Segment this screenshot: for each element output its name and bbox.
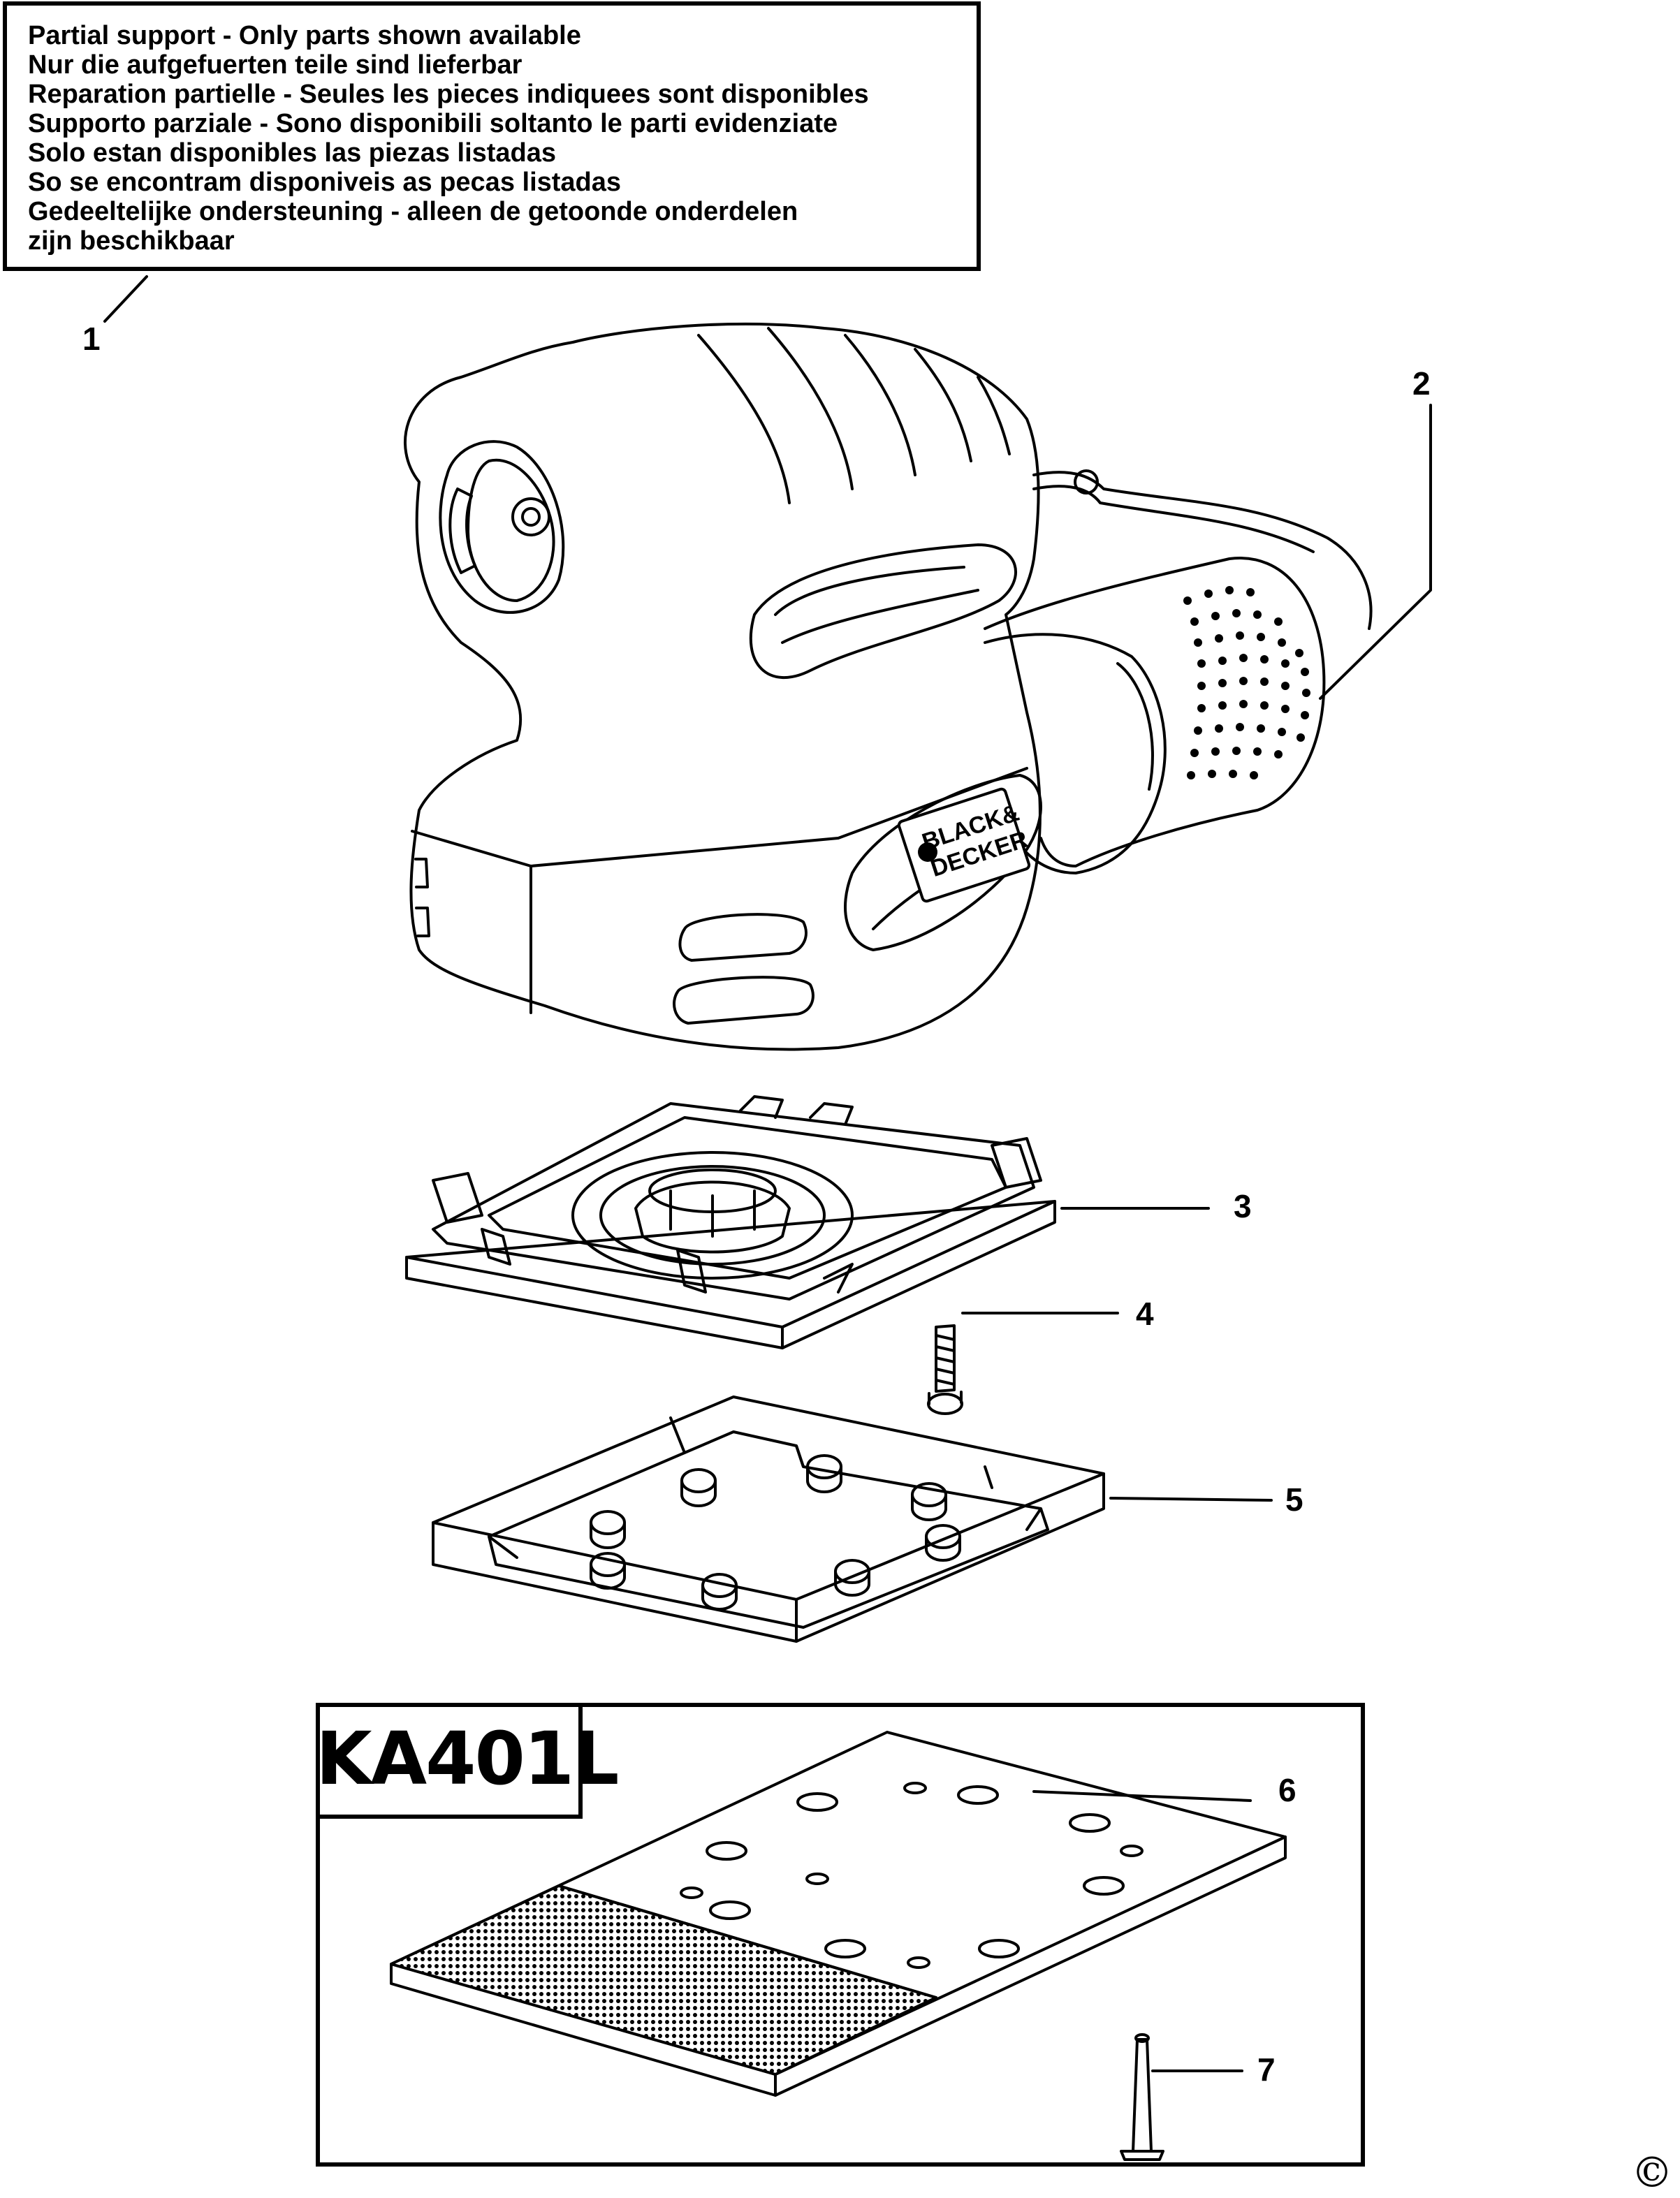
leader-lines bbox=[103, 275, 1432, 2072]
copyright-mark: © bbox=[1631, 2148, 1673, 2197]
notice-line-es: Solo estan disponibles las piezas listad… bbox=[28, 138, 557, 168]
sander-body bbox=[404, 322, 1373, 1051]
platen-assembly bbox=[405, 1095, 1056, 1349]
callout-6: 6 bbox=[1278, 1772, 1296, 1808]
callout-4: 4 bbox=[1136, 1296, 1154, 1332]
notice-line-fr: Reparation partielle - Seules les pieces… bbox=[28, 80, 869, 109]
notice-line-it: Supporto parziale - Sono disponibili sol… bbox=[28, 109, 838, 138]
callout-1: 1 bbox=[82, 321, 101, 357]
notice-line-nl-1: Gedeeltelijke ondersteuning - alleen de … bbox=[28, 197, 798, 226]
callout-3: 3 bbox=[1234, 1188, 1252, 1224]
kit-frame bbox=[316, 1703, 1365, 2167]
callout-5: 5 bbox=[1285, 1481, 1303, 1518]
kit-label: KA401L bbox=[316, 1703, 619, 1819]
pin bbox=[1120, 2033, 1164, 2161]
notice-line-en: Partial support - Only parts shown avail… bbox=[28, 21, 581, 50]
base-pad bbox=[432, 1395, 1105, 1643]
sanding-sheet bbox=[390, 1731, 1287, 2097]
notice-line-nl-2: zijn beschikbaar bbox=[28, 226, 235, 256]
screw bbox=[927, 1324, 963, 1415]
callout-7: 7 bbox=[1257, 2051, 1276, 2088]
partial-support-notice: Partial support - Only parts shown avail… bbox=[3, 1, 981, 271]
notice-line-pt: So se encontram disponiveis as pecas lis… bbox=[28, 168, 622, 197]
callout-2: 2 bbox=[1412, 365, 1431, 402]
notice-line-de: Nur die aufgefuerten teile sind lieferba… bbox=[28, 50, 523, 80]
